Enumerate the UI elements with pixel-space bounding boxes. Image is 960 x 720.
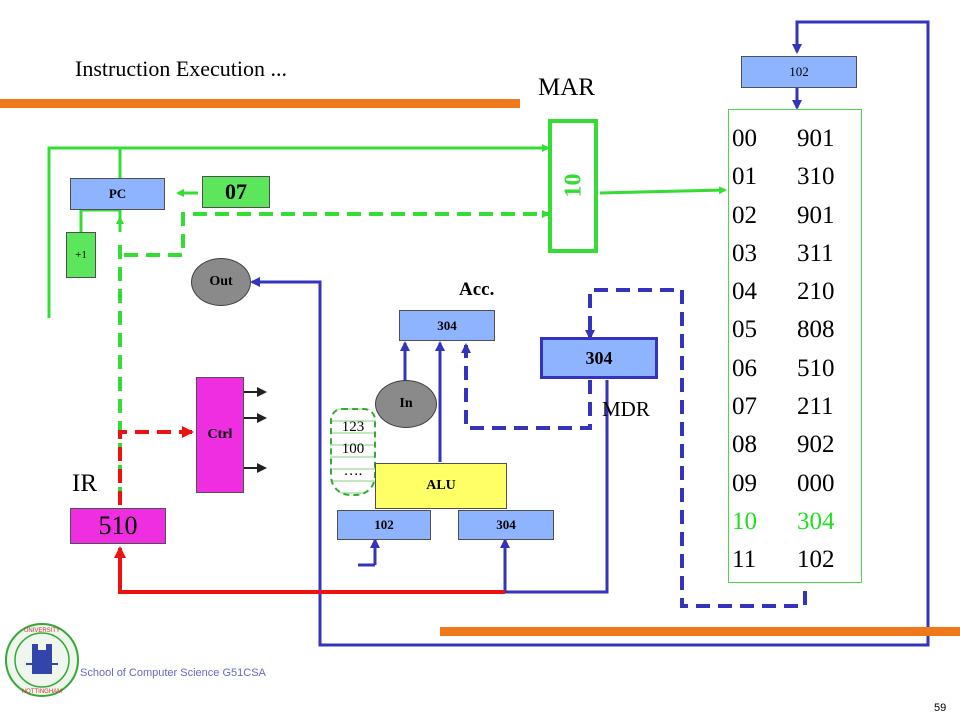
alu-input-right: 304 — [458, 510, 554, 540]
memory-address: 05 — [732, 316, 757, 344]
mdr-label: MDR — [602, 397, 650, 421]
accumulator-label: Acc. — [459, 279, 495, 300]
memory-value: 901 — [797, 125, 835, 152]
mdr-dashed-wire — [461, 288, 807, 608]
footer-text: School of Computer Science G51CSA — [80, 667, 266, 679]
pc-to-mar-wire — [47, 144, 727, 318]
memory-row: 11 102 — [729, 541, 861, 579]
memory-row: 02 901 — [729, 197, 861, 235]
memory-value: 311 — [797, 239, 834, 267]
memory-value: 310 — [797, 163, 835, 191]
bottom-accent-bar — [440, 627, 960, 636]
slide-title: Instruction Execution ... — [75, 56, 288, 81]
ctrl-outputs — [244, 387, 267, 473]
control-unit: Ctrl — [196, 377, 244, 493]
ir-wire — [114, 426, 505, 594]
memory-address: 08 — [732, 431, 757, 459]
memory-row: 05 808 — [729, 311, 861, 349]
university-seal-logo: UNIVERSITY NOTTINGHAM — [5, 623, 79, 697]
memory-address: 09 — [732, 469, 757, 497]
output-unit: Out — [191, 258, 251, 306]
memory-row: 06 510 — [729, 350, 861, 388]
memory-address: 00 — [732, 125, 757, 152]
input-unit: In — [375, 380, 437, 428]
memory-value: 210 — [797, 278, 835, 306]
memory-address-wire — [792, 20, 930, 585]
pc-increment: +1 — [66, 232, 96, 278]
page-number: 59 — [934, 702, 947, 714]
mar-value: 10 — [560, 173, 587, 198]
memory-value: 510 — [797, 354, 835, 382]
ir-register: 510 — [70, 508, 166, 544]
ir-label: IR — [72, 470, 97, 497]
memory-address-box: 102 — [741, 56, 857, 88]
memory-value: 901 — [797, 201, 835, 229]
memory-value: 211 — [797, 393, 834, 421]
memory-address: 10 — [732, 507, 757, 535]
memory-address: 03 — [732, 239, 757, 267]
alu-input-left: 102 — [337, 510, 431, 540]
memory-value: 304 — [797, 507, 835, 535]
input-tape-item: 123 — [341, 419, 365, 435]
memory-row: 10 304 — [729, 503, 861, 541]
memory-address: 11 — [732, 546, 757, 574]
mdr-register: 304 — [540, 337, 658, 379]
mar-label: MAR — [538, 74, 595, 101]
pc-next-value: 07 — [202, 176, 270, 208]
memory-address: 07 — [732, 393, 757, 421]
memory-row: 09 000 — [729, 465, 861, 503]
memory-row: 01 310 — [729, 158, 861, 196]
memory-row: 03 311 — [729, 235, 861, 273]
memory-address: 06 — [732, 354, 757, 382]
memory-value: 902 — [797, 431, 835, 459]
memory-table: 00 901 01 310 02 901 03 311 04 210 05 808 06 510 07 211… — [728, 109, 862, 583]
svg-text:NOTTINGHAM: NOTTINGHAM — [22, 689, 62, 695]
memory-address: 04 — [732, 278, 757, 306]
memory-row: 07 211 — [729, 388, 861, 426]
svg-text:UNIVERSITY: UNIVERSITY — [24, 628, 60, 634]
memory-address: 01 — [732, 163, 757, 191]
memory-address: 02 — [732, 201, 757, 229]
memory-value: 808 — [797, 316, 835, 344]
alu: ALU — [375, 463, 507, 509]
input-tape-item: …. — [343, 463, 363, 479]
input-tape-item: 100 — [341, 441, 365, 457]
mar-register — [548, 119, 598, 253]
input-tape: 123 100 …. — [330, 408, 376, 496]
pc-dashed-wire — [118, 210, 550, 510]
memory-value: 000 — [797, 469, 835, 497]
accumulator-value: 304 — [399, 310, 495, 341]
pc-register: PC — [70, 178, 165, 210]
memory-row: 08 902 — [729, 426, 861, 464]
memory-value: 102 — [797, 546, 835, 574]
memory-row: 04 210 — [729, 273, 861, 311]
title-underline-bar — [0, 99, 520, 108]
memory-row: 00 901 — [729, 120, 861, 158]
